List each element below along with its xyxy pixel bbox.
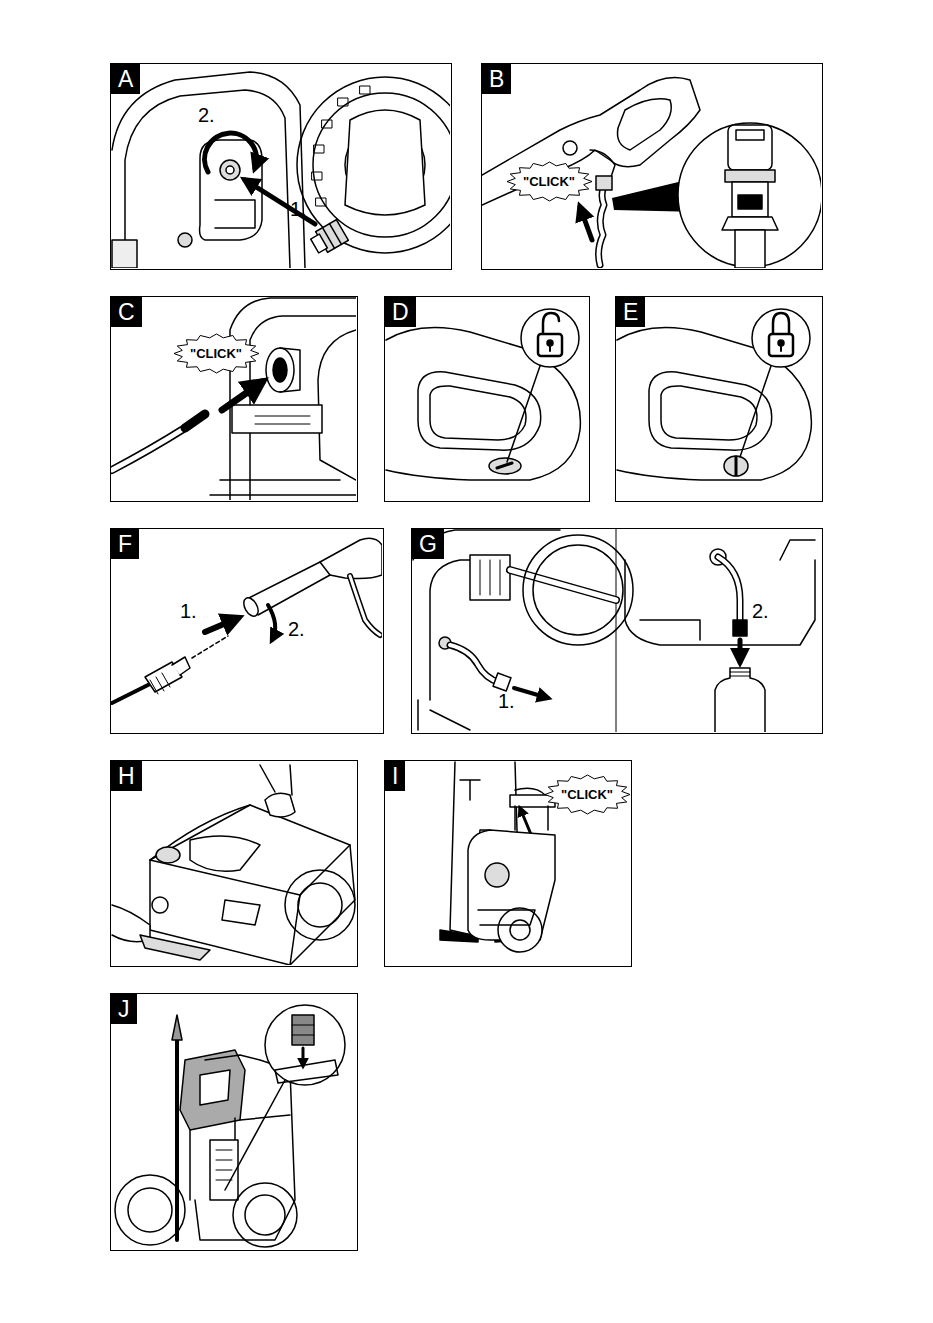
panel-letter: I (385, 761, 405, 791)
click-burst: "CLICK" (173, 333, 260, 374)
detergent-illustration (413, 529, 815, 732)
inlet-illustration (112, 72, 450, 268)
gun-hose-illustration (482, 78, 821, 268)
burst-shape (507, 162, 592, 201)
lance-illustration (112, 538, 382, 703)
click-burst: "CLICK" (506, 161, 593, 202)
pull-illustration (440, 762, 555, 952)
step-panel: B "CLICK" (481, 63, 823, 270)
step-number: 1. (180, 600, 197, 622)
step-panel: I "CLICK" (384, 760, 632, 967)
step-panel: G (411, 528, 823, 734)
step-panel: A (110, 63, 452, 270)
step-panel: E (615, 296, 823, 502)
panel-letter: C (111, 297, 142, 327)
step-number: 2. (198, 104, 215, 126)
click-text: "CLICK" (190, 346, 242, 361)
step-panel: J (110, 993, 358, 1251)
step-number: 2. (288, 618, 305, 640)
click-burst: "CLICK" (544, 774, 631, 815)
storage-illustration (115, 1005, 345, 1247)
carry-illustration (112, 765, 355, 965)
outlet-illustration (112, 298, 356, 500)
step-number: 2. (752, 600, 769, 622)
burst-shape (545, 775, 630, 814)
step-panel: H (110, 760, 358, 967)
step-number: 1. (498, 690, 515, 712)
burst-shape (174, 334, 259, 373)
panel-letter: B (482, 64, 511, 94)
panel-letter: D (385, 297, 416, 327)
step-panel: D (384, 296, 590, 502)
panel-letter: J (111, 994, 137, 1024)
step-panel: F (110, 528, 384, 734)
click-text: "CLICK" (561, 787, 613, 802)
gun-locked-illustration (617, 309, 811, 480)
panel-letter: A (111, 64, 140, 94)
panel-letter: H (111, 761, 142, 791)
gun-unlocked-illustration (386, 309, 580, 480)
panel-letter: E (616, 297, 645, 327)
panel-letter: G (412, 529, 444, 559)
step-panel: C "CLICK" (110, 296, 358, 502)
step-number: 1. (290, 198, 307, 220)
click-text: "CLICK" (523, 174, 575, 189)
panel-letter: F (111, 529, 139, 559)
